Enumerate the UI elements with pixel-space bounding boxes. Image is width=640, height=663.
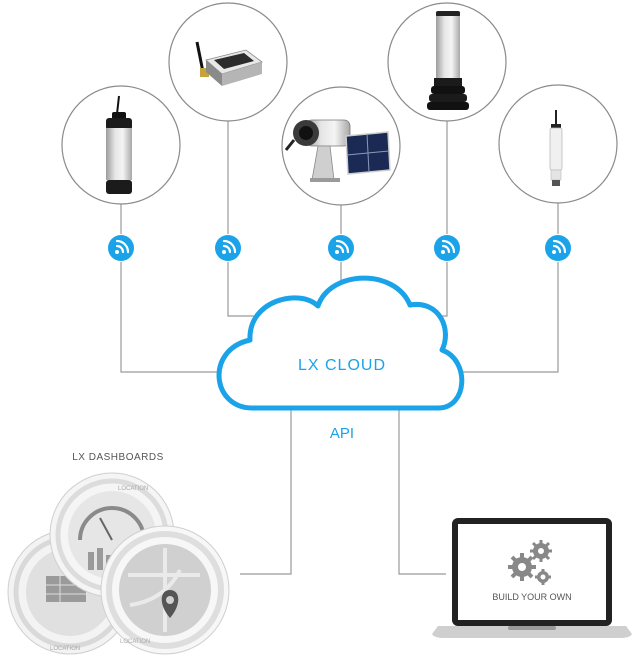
- solar-station-icon: [284, 119, 391, 182]
- connector-device-1: [120, 262, 218, 373]
- slim-sensor-icon: [549, 110, 563, 186]
- connector-device-2: [227, 262, 262, 317]
- wifi-icon-1: [106, 233, 136, 263]
- api-label: API: [330, 425, 354, 442]
- sensor-probe-icon: [106, 95, 132, 194]
- dashboard-ring-label-1: LOCATION: [50, 646, 80, 652]
- connector-device-5: [460, 262, 559, 373]
- wifi-icon-2: [213, 233, 243, 263]
- gateway-box-icon: [195, 41, 263, 86]
- wifi-icon-3: [326, 233, 356, 263]
- dashboards-title: LX DASHBOARDS: [72, 452, 164, 463]
- laptop-label: BUILD YOUR OWN: [492, 592, 571, 602]
- cloud-icon: [216, 275, 465, 411]
- connector-lines: [120, 121, 559, 575]
- gears-icon: [508, 540, 552, 585]
- connector-laptop: [398, 410, 446, 575]
- dashboard-dial-map: LOCATION: [100, 525, 230, 655]
- laptop-icon: BUILD YOUR OWN: [432, 518, 632, 638]
- dashboards-illustration: LOCATION LOCATION LOCATION: [7, 472, 230, 655]
- dashboard-ring-label-3: LOCATION: [120, 639, 150, 645]
- device-circles: [61, 2, 618, 206]
- connector-dashboards: [240, 410, 292, 575]
- wifi-icon-5: [543, 233, 573, 263]
- wifi-icon-4: [432, 233, 462, 263]
- tall-sensor-icon: [427, 11, 469, 110]
- dashboard-ring-label-2: LOCATION: [118, 486, 148, 492]
- cloud-label: LX CLOUD: [298, 357, 386, 374]
